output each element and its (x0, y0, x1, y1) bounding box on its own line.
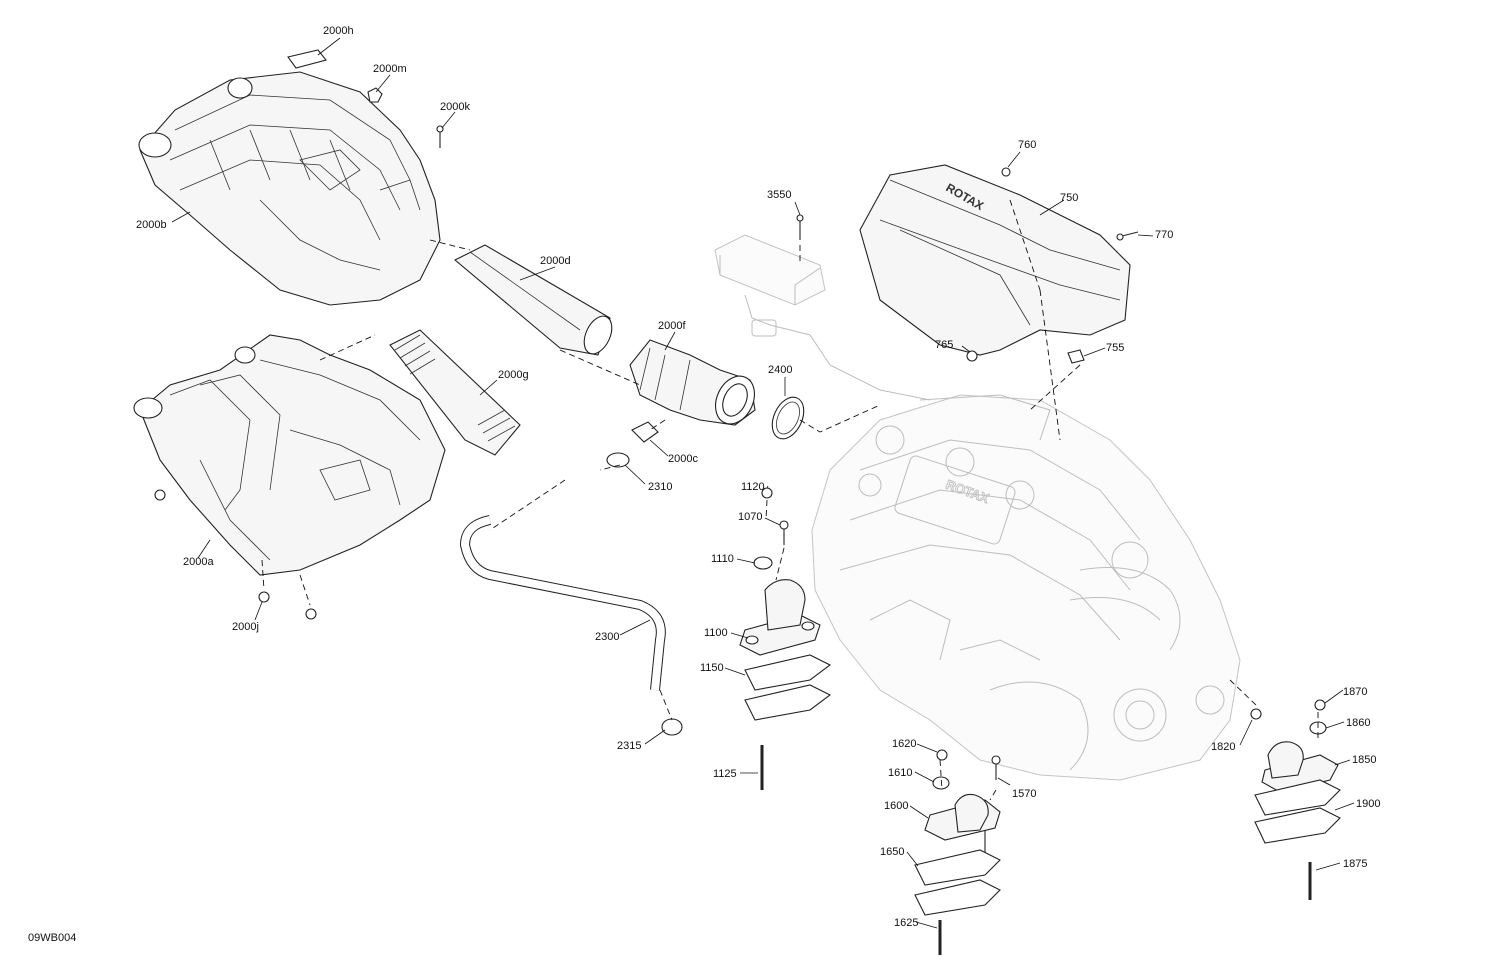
callout-1600: 1600 (884, 800, 908, 812)
callout-2000m: 2000m (373, 63, 407, 75)
motor-mount-1850 (1261, 741, 1339, 793)
callout-1875: 1875 (1343, 858, 1367, 870)
callout-1110: 1110 (711, 553, 734, 565)
intake-tube-2000d (454, 244, 613, 356)
callout-1620: 1620 (892, 738, 916, 750)
engine-cover-750: ROTAX (859, 164, 1131, 356)
callout-1820: 1820 (1211, 741, 1235, 753)
callout-1650: 1650 (880, 846, 904, 858)
callout-1100: 1100 (704, 627, 728, 639)
callout-2000b: 2000b (136, 219, 167, 231)
callout-2000c: 2000c (668, 453, 698, 465)
nut-2000m (367, 87, 383, 103)
fitting-2000c (631, 421, 659, 443)
motor-mount-1100 (739, 579, 821, 656)
screw-770 (1116, 231, 1139, 241)
bolt-1820 (1250, 708, 1262, 720)
callout-2000h: 2000h (323, 25, 354, 37)
bolt-1070 (779, 520, 789, 545)
clip-755 (1067, 349, 1085, 364)
engine-block-ghost: ROTAX (811, 394, 1241, 781)
callout-1860: 1860 (1346, 717, 1370, 729)
callout-1900: 1900 (1356, 798, 1380, 810)
screw-3550 (796, 214, 804, 240)
callout-760: 760 (1018, 139, 1036, 151)
shim-1900 (1254, 779, 1341, 844)
nut-2000a-side (154, 489, 166, 501)
callout-765: 765 (935, 339, 953, 351)
callout-1125: 1125 (713, 768, 737, 780)
shim-1650 (914, 849, 1001, 916)
throttle-body-2000f (629, 339, 756, 426)
nut-1620 (936, 749, 948, 761)
callout-2300: 2300 (595, 631, 619, 643)
callout-2000g: 2000g (498, 369, 529, 381)
figure-reference-code: 09WB004 (28, 932, 76, 944)
callout-1625: 1625 (894, 917, 918, 929)
callout-3550: 3550 (767, 189, 791, 201)
callout-1150: 1150 (700, 662, 724, 674)
callout-770: 770 (1155, 229, 1173, 241)
callout-2310: 2310 (648, 481, 672, 493)
callout-750: 750 (1060, 192, 1078, 204)
clamp-2310 (606, 452, 630, 468)
callout-2400: 2400 (768, 364, 792, 376)
callout-1610: 1610 (888, 767, 912, 779)
intake-tube-2000g (389, 329, 521, 456)
callout-labels: 2000h 2000m 2000k 2000b 2000d 2000f 2000… (136, 25, 1380, 929)
callout-2000d: 2000d (540, 255, 571, 267)
leader-lines (171, 37, 1355, 929)
control-module-ghost (714, 234, 931, 401)
hose-2300 (459, 515, 666, 691)
airbox-lower-housing (133, 334, 446, 576)
assembly-lines (261, 199, 1319, 801)
shim-1150 (744, 654, 832, 721)
bolt-1570 (991, 755, 1001, 780)
nut-765 (966, 350, 978, 362)
callout-1870: 1870 (1343, 686, 1367, 698)
screw-760 (1001, 167, 1011, 177)
callout-2000a: 2000a (183, 556, 214, 568)
airbox-upper-housing (138, 71, 441, 306)
clamp-2400 (771, 396, 805, 440)
callout-1850: 1850 (1352, 754, 1376, 766)
callout-1570: 1570 (1012, 788, 1036, 800)
washer-1110 (753, 556, 773, 570)
callout-1120: 1120 (741, 481, 765, 493)
callout-2000k: 2000k (440, 101, 470, 113)
washer-1610 (932, 776, 950, 790)
screw-2000k (436, 125, 444, 148)
label-plate-2000h (287, 49, 327, 69)
clamp-2315 (661, 718, 683, 736)
nuts-2000j (258, 591, 317, 620)
callout-2000j: 2000j (232, 621, 259, 633)
callout-2315: 2315 (617, 740, 641, 752)
callout-755: 755 (1106, 342, 1124, 354)
nut-1870 (1314, 699, 1326, 711)
motor-mount-1600 (924, 793, 1001, 855)
callout-1070: 1070 (738, 511, 762, 523)
callout-2000f: 2000f (658, 320, 686, 332)
